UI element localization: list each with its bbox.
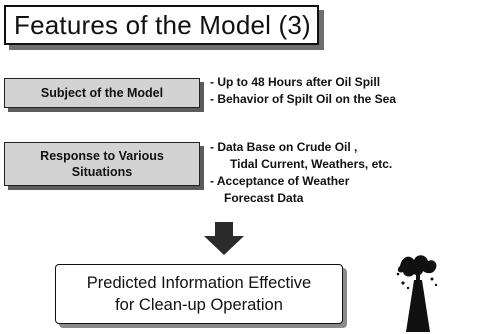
down-arrow-icon (204, 222, 244, 255)
page-title: Features of the Model (3) (14, 9, 311, 40)
subject-bullets: - Up to 48 Hours after Oil Spill - Behav… (210, 74, 396, 108)
response-label-line: Response to Various (40, 149, 164, 163)
bullet-item: - Acceptance of Weather (210, 174, 350, 188)
result-box: Predicted Information Effective for Clea… (55, 264, 343, 324)
title-box: Features of the Model (3) (4, 5, 319, 45)
subject-of-model-label: Subject of the Model (40, 86, 164, 100)
response-bullets: - Data Base on Crude Oil , Tidal Current… (210, 139, 392, 207)
oil-gusher-icon (396, 255, 438, 332)
result-line: Predicted Information Effective (86, 274, 312, 292)
bullet-item: - Behavior of Spilt Oil on the Sea (210, 92, 397, 106)
response-situations-box: Response to Various Situations (4, 142, 200, 186)
subject-of-model-box: Subject of the Model (4, 78, 200, 108)
bullet-continuation: Tidal Current, Weathers, etc. (230, 157, 393, 171)
response-label-line: Situations (71, 165, 133, 179)
bullet-continuation: Forecast Data (224, 191, 304, 205)
bullet-item: - Up to 48 Hours after Oil Spill (210, 75, 381, 89)
bullet-item: - Data Base on Crude Oil , (210, 140, 358, 154)
result-line: for Clean-up Operation (115, 296, 283, 314)
